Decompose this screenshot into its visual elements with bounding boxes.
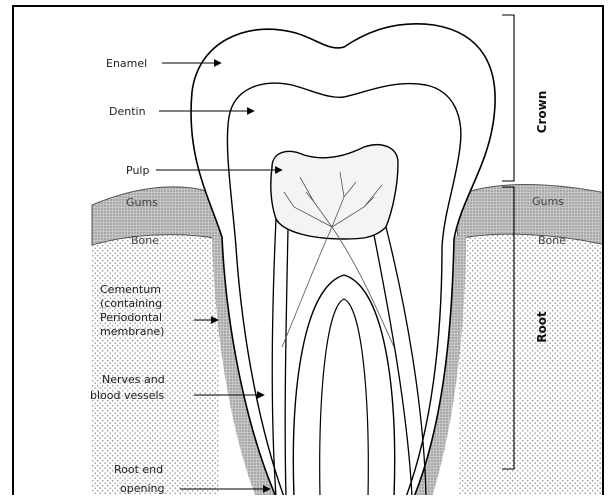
label-gums-left: Gums: [126, 196, 158, 209]
label-pulp: Pulp: [126, 164, 149, 177]
label-nerves-2: blood vessels: [90, 389, 165, 402]
label-enamel: Enamel: [106, 57, 147, 70]
label-cementum-4: membrane): [100, 325, 164, 338]
region-label-crown: Crown: [535, 91, 549, 134]
pulp-chamber: [271, 145, 398, 239]
label-cementum-1: Cementum: [100, 283, 161, 296]
tooth-anatomy-diagram: Enamel Dentin Pulp Gums Bone Cementum (c…: [14, 7, 604, 495]
label-cementum-2: (containing: [100, 297, 162, 310]
diagram-frame: Enamel Dentin Pulp Gums Bone Cementum (c…: [12, 5, 604, 495]
label-root-end-1: Root end: [114, 463, 163, 476]
label-nerves-1: Nerves and: [102, 373, 165, 386]
label-dentin: Dentin: [109, 105, 146, 118]
label-bone-left: Bone: [131, 234, 159, 247]
label-gums-right: Gums: [532, 195, 564, 208]
label-cementum-3: Periodontal: [100, 311, 162, 324]
label-bone-right: Bone: [538, 234, 566, 247]
region-label-root: Root: [535, 311, 549, 343]
label-root-end-2: opening: [120, 482, 164, 495]
